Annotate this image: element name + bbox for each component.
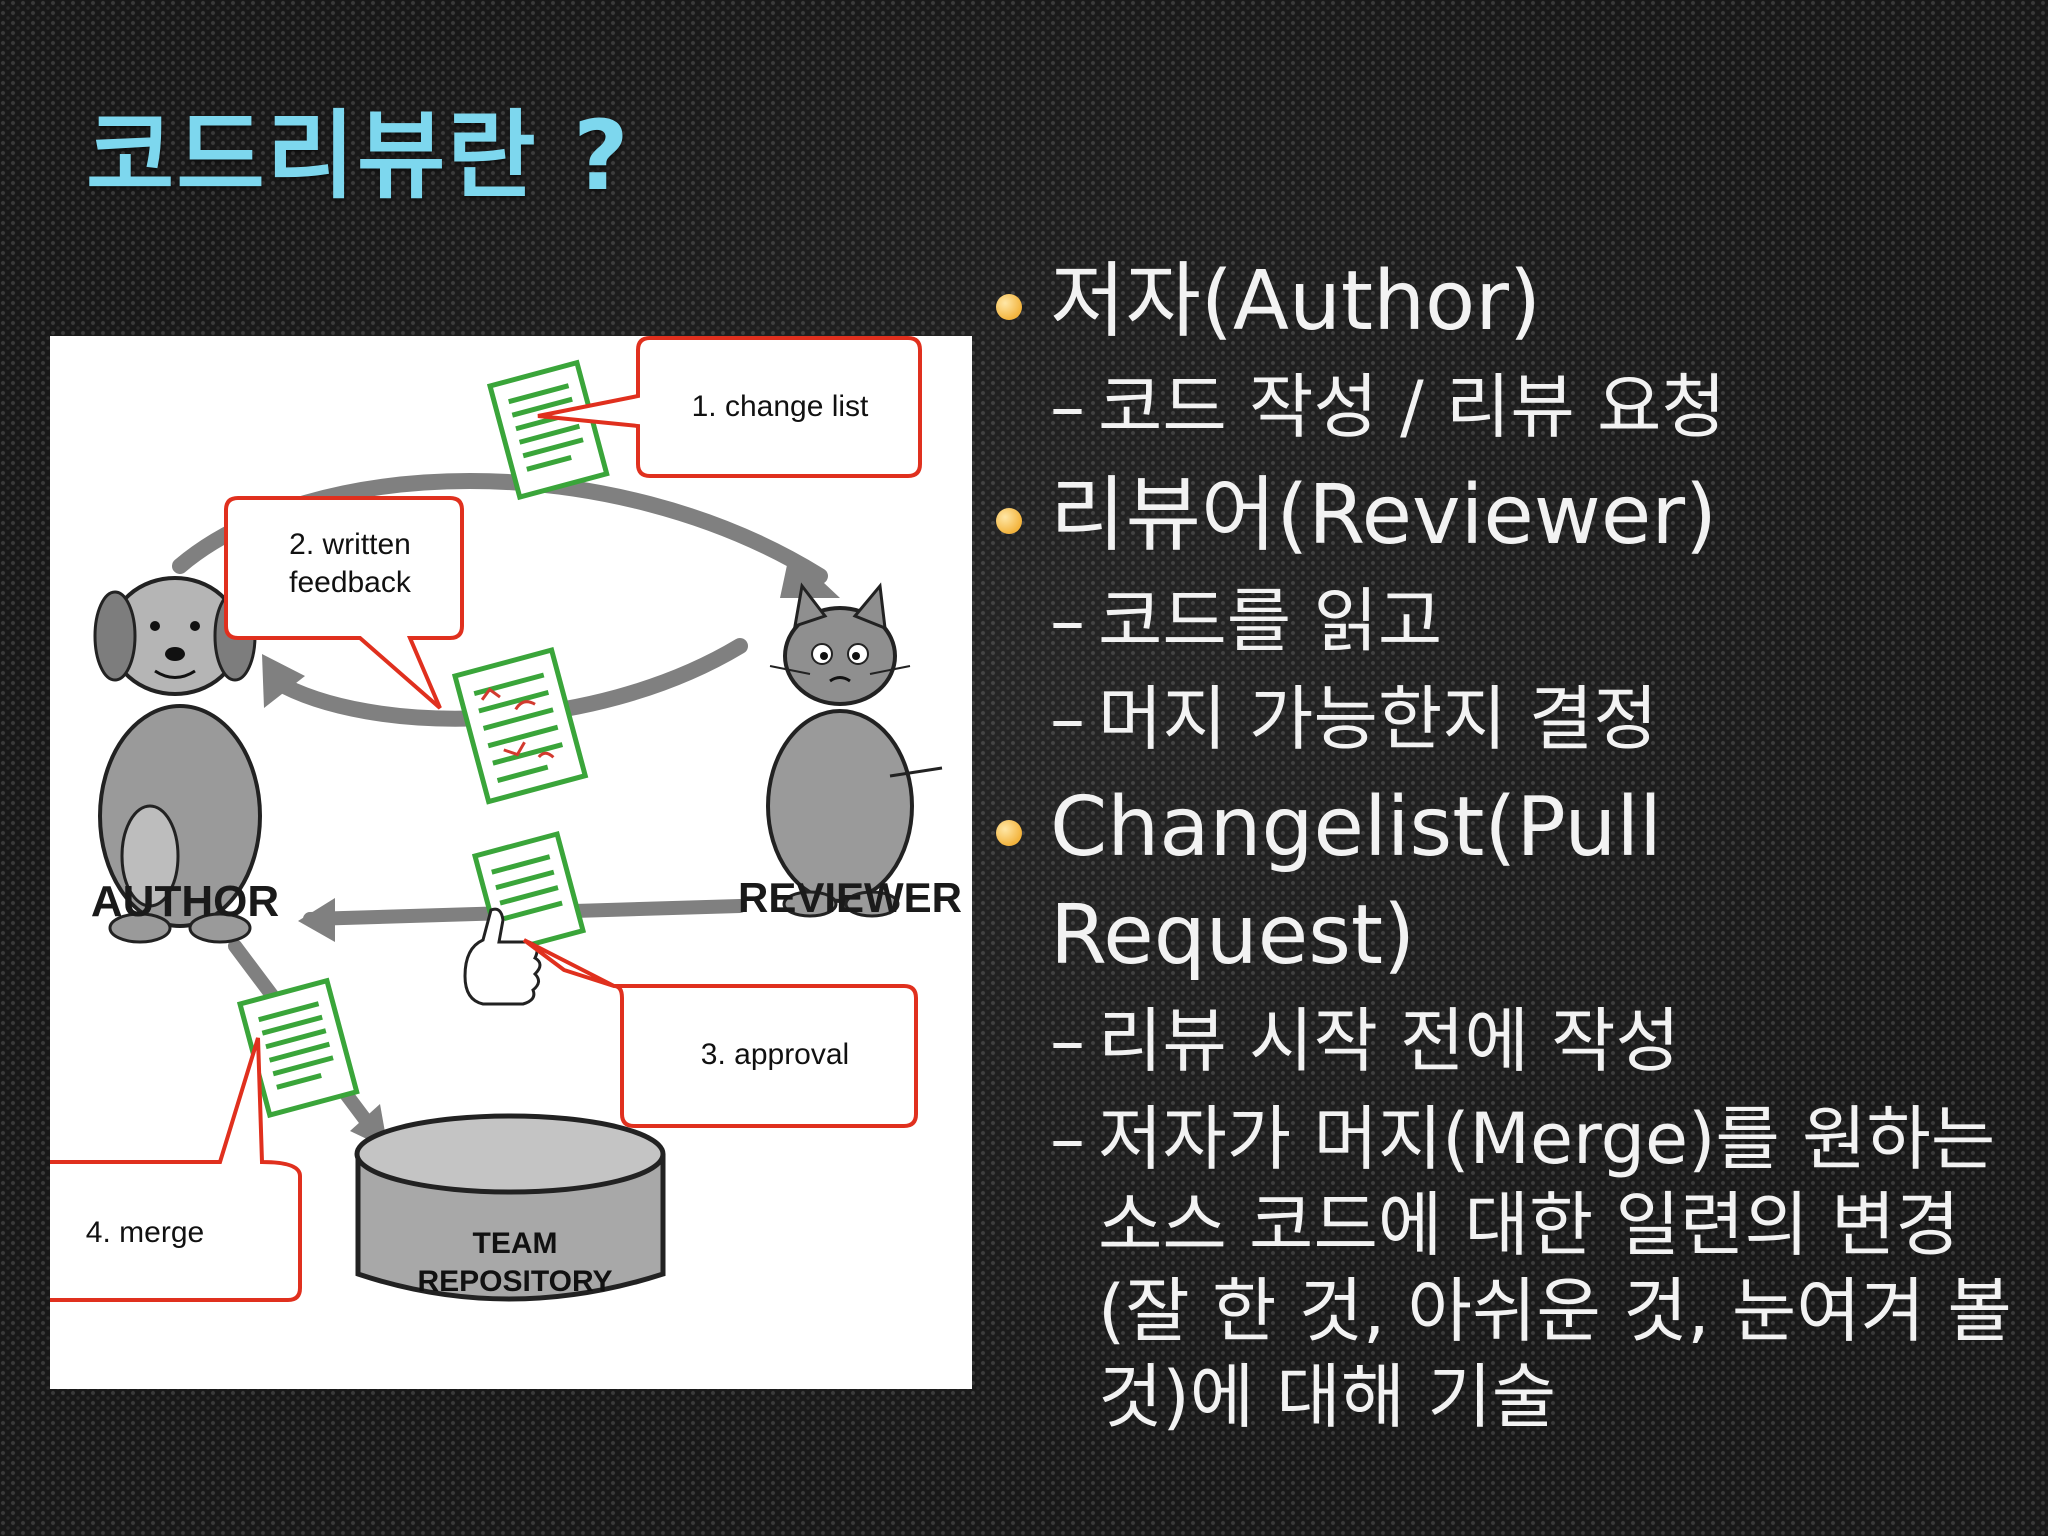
bullet-dot-icon <box>996 294 1022 320</box>
dash-icon: – <box>1050 580 1085 662</box>
bullet-dot-icon <box>996 508 1022 534</box>
bullet-dot-icon <box>996 820 1022 846</box>
callout-text-written-feedback: 2. written feedback <box>289 528 411 599</box>
reviewer-cat-icon <box>766 582 943 918</box>
bullet-reviewer: 리뷰어(Reviewer) <box>990 462 2030 570</box>
sub-bullet-text: 저자가 머지(Merge)를 원하는 소스 코드에 대한 일련의 변경(잘 한 … <box>1098 1098 2012 1438</box>
sub-bullet-text: 리뷰 시작 전에 작성 <box>1098 1000 1680 1082</box>
dash-icon: – <box>1050 1000 1085 1082</box>
arrow-head-icon <box>780 551 840 598</box>
arrow-head-icon <box>262 654 305 708</box>
callout-text-merge: 4. merge <box>85 1216 205 1249</box>
bullet-text: 저자(Author) <box>1050 254 1541 349</box>
slide-title: 코드리뷰란 ? <box>86 100 631 212</box>
code-review-diagram: AUTHOR REVIEWER <box>50 336 972 1389</box>
author-label: AUTHOR <box>91 877 279 926</box>
thumbs-up-icon <box>463 907 542 1006</box>
change-list-document-icon <box>486 359 610 501</box>
repository-label-line2: REPOSITORY <box>417 1265 612 1298</box>
bullet-list: 저자(Author) – 코드 작성 / 리뷰 요청 리뷰어(Reviewer)… <box>990 248 2030 1452</box>
dash-icon: – <box>1050 1098 1085 1180</box>
bullet-text: 리뷰어(Reviewer) <box>1050 468 1718 563</box>
bullet-changelist: Changelist(Pull Request) <box>990 774 2030 990</box>
repository-label-line1: TEAM <box>473 1227 558 1260</box>
callout-merge <box>50 1037 302 1302</box>
bullet-author: 저자(Author) <box>990 248 2030 356</box>
dash-icon: – <box>1050 366 1085 448</box>
reviewer-label: REVIEWER <box>738 874 962 921</box>
sub-bullet-text: 코드 작성 / 리뷰 요청 <box>1098 366 1726 448</box>
arrow-head-icon <box>298 898 335 942</box>
callout-text-approval: 3. approval <box>700 1038 850 1071</box>
callout-approval <box>522 938 918 1128</box>
callout-change-list <box>537 336 922 478</box>
callout-text-change-list: 1. change list <box>691 390 869 423</box>
dash-icon: – <box>1050 678 1085 760</box>
sub-bullet-text: 코드를 읽고 <box>1098 580 1443 662</box>
sub-bullet: – 저자가 머지(Merge)를 원하는 소스 코드에 대한 일련의 변경(잘 … <box>990 1096 2030 1440</box>
bullet-text: Changelist(Pull Request) <box>1050 780 1662 983</box>
sub-bullet-text: 머지 가능한지 결정 <box>1098 678 1658 760</box>
sub-bullet: – 코드 작성 / 리뷰 요청 <box>990 364 2030 450</box>
diagram-illustration: AUTHOR REVIEWER <box>50 336 962 1302</box>
sub-bullet: – 코드를 읽고 <box>990 578 2030 664</box>
sub-bullet: – 머지 가능한지 결정 <box>990 676 2030 762</box>
feedback-document-icon <box>451 647 589 805</box>
team-repository-icon: TEAM REPOSITORY <box>354 1113 666 1302</box>
callout-written-feedback <box>224 496 464 710</box>
sub-bullet: – 리뷰 시작 전에 작성 <box>990 998 2030 1084</box>
